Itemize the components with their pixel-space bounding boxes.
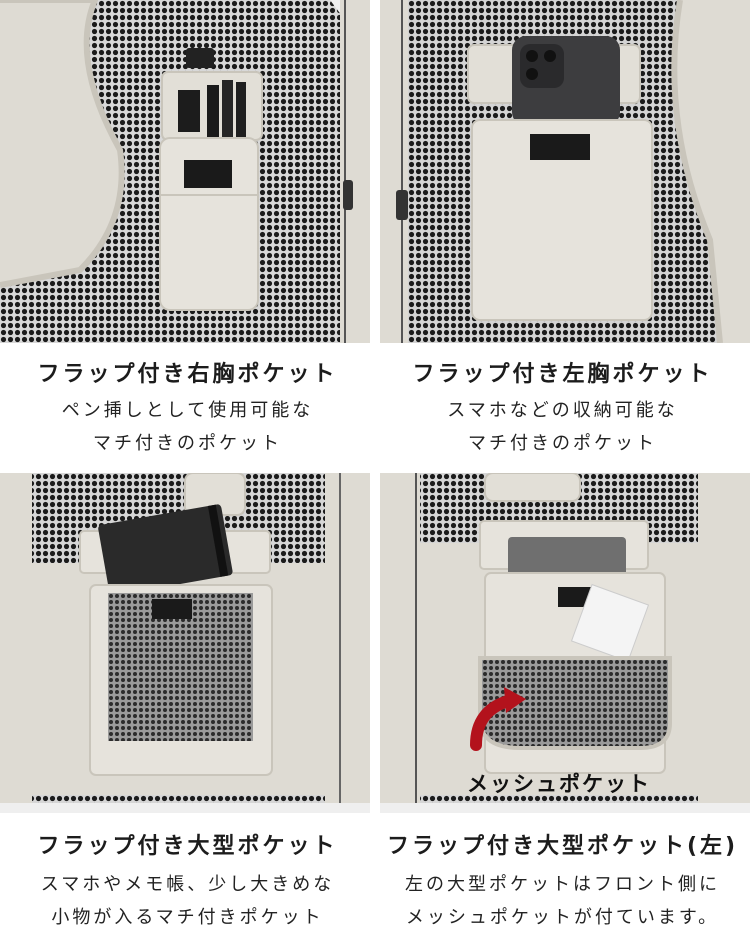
section-title: フラップ付き大型ポケット — [37, 834, 338, 859]
description-line: マチ付きのポケット — [468, 433, 657, 454]
mesh-pocket-callout: メッシュポケット — [467, 772, 651, 796]
description-line: 左の大型ポケットはフロント側に — [405, 874, 720, 895]
photo-large-pocket-left — [380, 473, 750, 813]
section-description: スマホやメモ帳、少し大きめな 小物が入るマチ付きポケット — [0, 868, 375, 934]
photo-large-pocket — [0, 473, 370, 813]
description-line: スマホなどの収納可能な — [447, 400, 678, 421]
section-title: フラップ付き大型ポケット(左) — [386, 834, 739, 859]
photo-left-chest-pocket — [380, 0, 750, 343]
section-description: 左の大型ポケットはフロント側に メッシュポケットが付ています。 — [375, 868, 750, 934]
section-description: ペン挿しとして使用可能な マチ付きのポケット — [0, 394, 375, 460]
description-line: ペン挿しとして使用可能な — [61, 400, 314, 421]
section-title: フラップ付き左胸ポケット — [412, 362, 713, 387]
photo-right-chest-pocket — [0, 0, 370, 343]
description-line: スマホやメモ帳、少し大きめな — [40, 874, 335, 895]
section-title: フラップ付き右胸ポケット — [37, 362, 338, 387]
description-line: 小物が入るマチ付きポケット — [51, 907, 324, 928]
description-line: マチ付きのポケット — [93, 433, 282, 454]
section-description: スマホなどの収納可能な マチ付きのポケット — [375, 394, 750, 460]
description-line: メッシュポケットが付ています。 — [405, 907, 720, 928]
